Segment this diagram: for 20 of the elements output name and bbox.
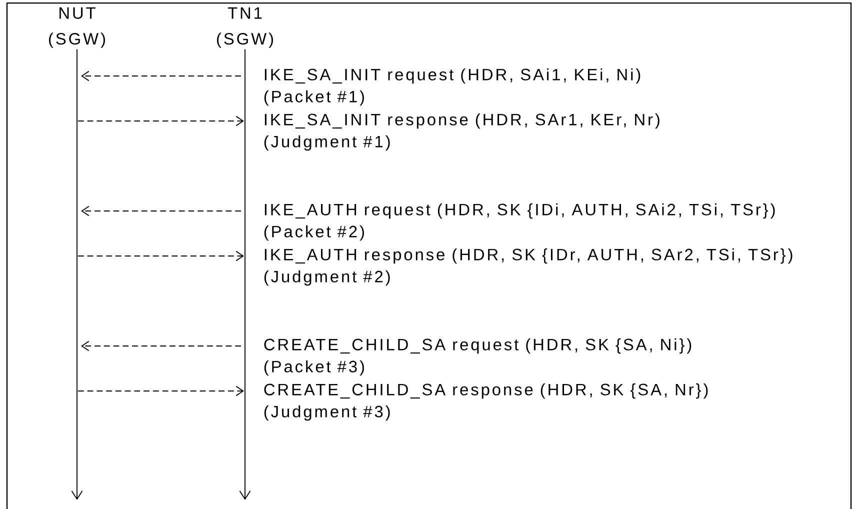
message-arrow [78,116,244,126]
participant-label: NUT (SGW) [49,7,105,48]
note: (Judgment #2) [264,270,390,286]
message-label: IKE_AUTH response (HDR, SK {IDr, AUTH, SAr2, TSi, TSr}) [264,248,792,264]
note: (Judgment #3) [264,405,390,421]
message-label: IKE_SA_INIT response (HDR, SAr1, KEr, Nr) [264,113,660,129]
note: (Packet #1) [264,90,364,106]
note: (Judgment #1) [264,135,390,151]
message-arrow [81,206,242,216]
participant-label: TN1 (SGW) [217,7,273,48]
message-arrow [81,340,242,352]
message-label: IKE_SA_INIT request (HDR, SAi1, KEi, Ni) [264,68,640,84]
message-label: CREATE_CHILD_SA request (HDR, SK {SA, Ni}) [264,338,692,354]
message-label: IKE_AUTH request (HDR, SK {IDi, AUTH, SAi2, TSi, TSr}) [264,203,775,219]
note: (Packet #2) [264,225,364,241]
message-label: CREATE_CHILD_SA response (HDR, SK {SA, Nr}) [264,383,708,399]
message-arrow [81,70,242,82]
note: (Packet #3) [264,360,364,376]
message-arrow [78,250,244,262]
message-arrow [78,386,244,396]
